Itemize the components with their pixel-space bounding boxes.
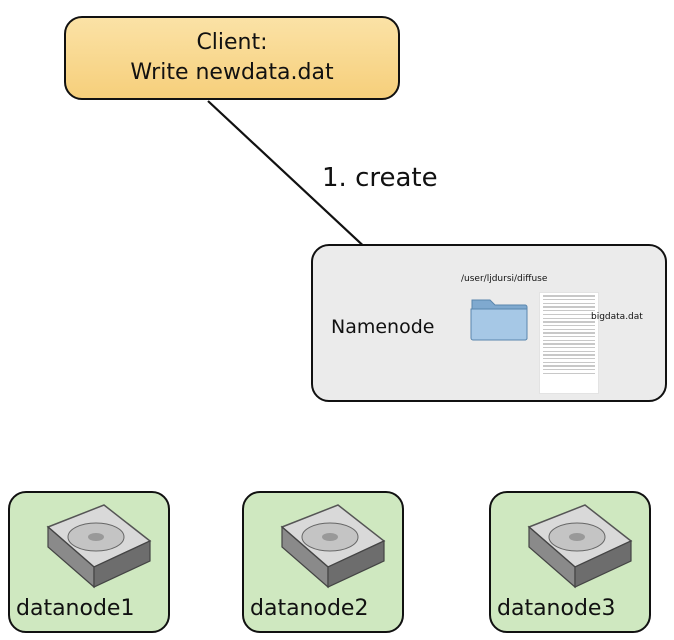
hard-drive-icon bbox=[280, 504, 386, 589]
hard-drive-icon bbox=[46, 504, 152, 589]
datanode-label: datanode3 bbox=[497, 596, 616, 621]
hard-drive-icon bbox=[527, 504, 633, 589]
datanode1-box: datanode1 bbox=[8, 491, 170, 633]
namenode-box: Namenode /user/ljdursi/diffuse bigdata.d… bbox=[311, 244, 667, 402]
datanode-label: datanode2 bbox=[250, 596, 369, 621]
client-title: Client: bbox=[196, 30, 268, 55]
directory-path: /user/ljdursi/diffuse bbox=[461, 274, 548, 284]
client-action: Write newdata.dat bbox=[130, 60, 334, 85]
datanode3-box: datanode3 bbox=[489, 491, 651, 633]
create-arrow-label: 1. create bbox=[322, 163, 438, 193]
datanode2-box: datanode2 bbox=[242, 491, 404, 633]
file-listing bbox=[539, 292, 599, 394]
datanode-label: datanode1 bbox=[16, 596, 135, 621]
client-box: Client: Write newdata.dat bbox=[64, 16, 400, 100]
folder-icon bbox=[470, 299, 528, 341]
namenode-label: Namenode bbox=[331, 316, 435, 338]
file-name: bigdata.dat bbox=[591, 312, 643, 322]
